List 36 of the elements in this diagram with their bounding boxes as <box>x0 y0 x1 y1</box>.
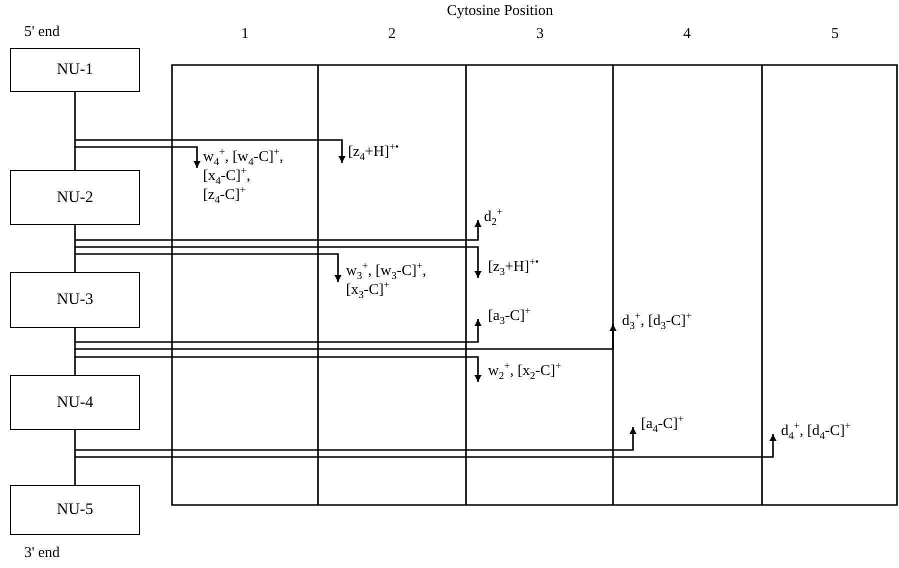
end-label: 3' end <box>24 545 60 562</box>
end-label: 5' end <box>24 24 60 41</box>
nucleotide-box: NU-5 <box>10 485 140 535</box>
column-number: 4 <box>683 26 691 43</box>
nucleotide-box: NU-4 <box>10 375 140 430</box>
ion-label: w$_{3}$$^{+}$, [w$_{3}$-C]$^{+}$, [x$_{3}$-C]$^{+}$ <box>346 262 458 300</box>
nucleotide-box: NU-2 <box>10 170 140 225</box>
backbone-line <box>74 92 76 170</box>
nucleotide-box: NU-3 <box>10 272 140 328</box>
ion-label: w$_{4}$$^{+}$, [w$_{4}$-C]$^{+}$, [x$_{4}$-C]$^{+}$, [z$_{4}$-C]$^{+}$ <box>203 148 293 204</box>
fragment-arrow <box>75 319 482 343</box>
column-number: 5 <box>831 26 839 43</box>
axis-title: Cytosine Position <box>446 3 554 20</box>
column-number: 2 <box>388 26 396 43</box>
ion-label: [z$_{4}$+H]$^{+•}$ <box>348 143 399 162</box>
fragment-arrow <box>75 246 482 278</box>
nucleotide-box: NU-1 <box>10 48 140 92</box>
ion-label: d$_{3}$$^{+}$, [d$_{3}$-C]$^{+}$ <box>622 312 692 331</box>
fragment-arrow <box>75 220 482 241</box>
fragment-arrow <box>75 434 776 458</box>
backbone-line <box>74 225 76 272</box>
ion-label: [a$_{3}$-C]$^{+}$ <box>488 307 531 326</box>
fragment-arrow <box>75 324 616 350</box>
fragment-arrow <box>75 253 342 282</box>
backbone-line <box>74 328 76 375</box>
ion-label: w$_{2}$$^{+}$, [x$_{2}$-C]$^{+}$ <box>488 362 562 381</box>
column-number: 3 <box>536 26 544 43</box>
backbone-line <box>74 430 76 485</box>
ion-label: [z$_{3}$+H]$^{+•}$ <box>488 258 539 277</box>
fragment-arrow <box>75 356 482 382</box>
fragment-arrow <box>75 146 200 168</box>
column-number: 1 <box>241 26 249 43</box>
ion-label: d$_{4}$$^{+}$, [d$_{4}$-C]$^{+}$ <box>781 422 851 441</box>
ion-label: [a$_{4}$-C]$^{+}$ <box>641 415 684 434</box>
fragment-arrow <box>75 139 346 163</box>
fragment-arrow <box>75 427 636 451</box>
